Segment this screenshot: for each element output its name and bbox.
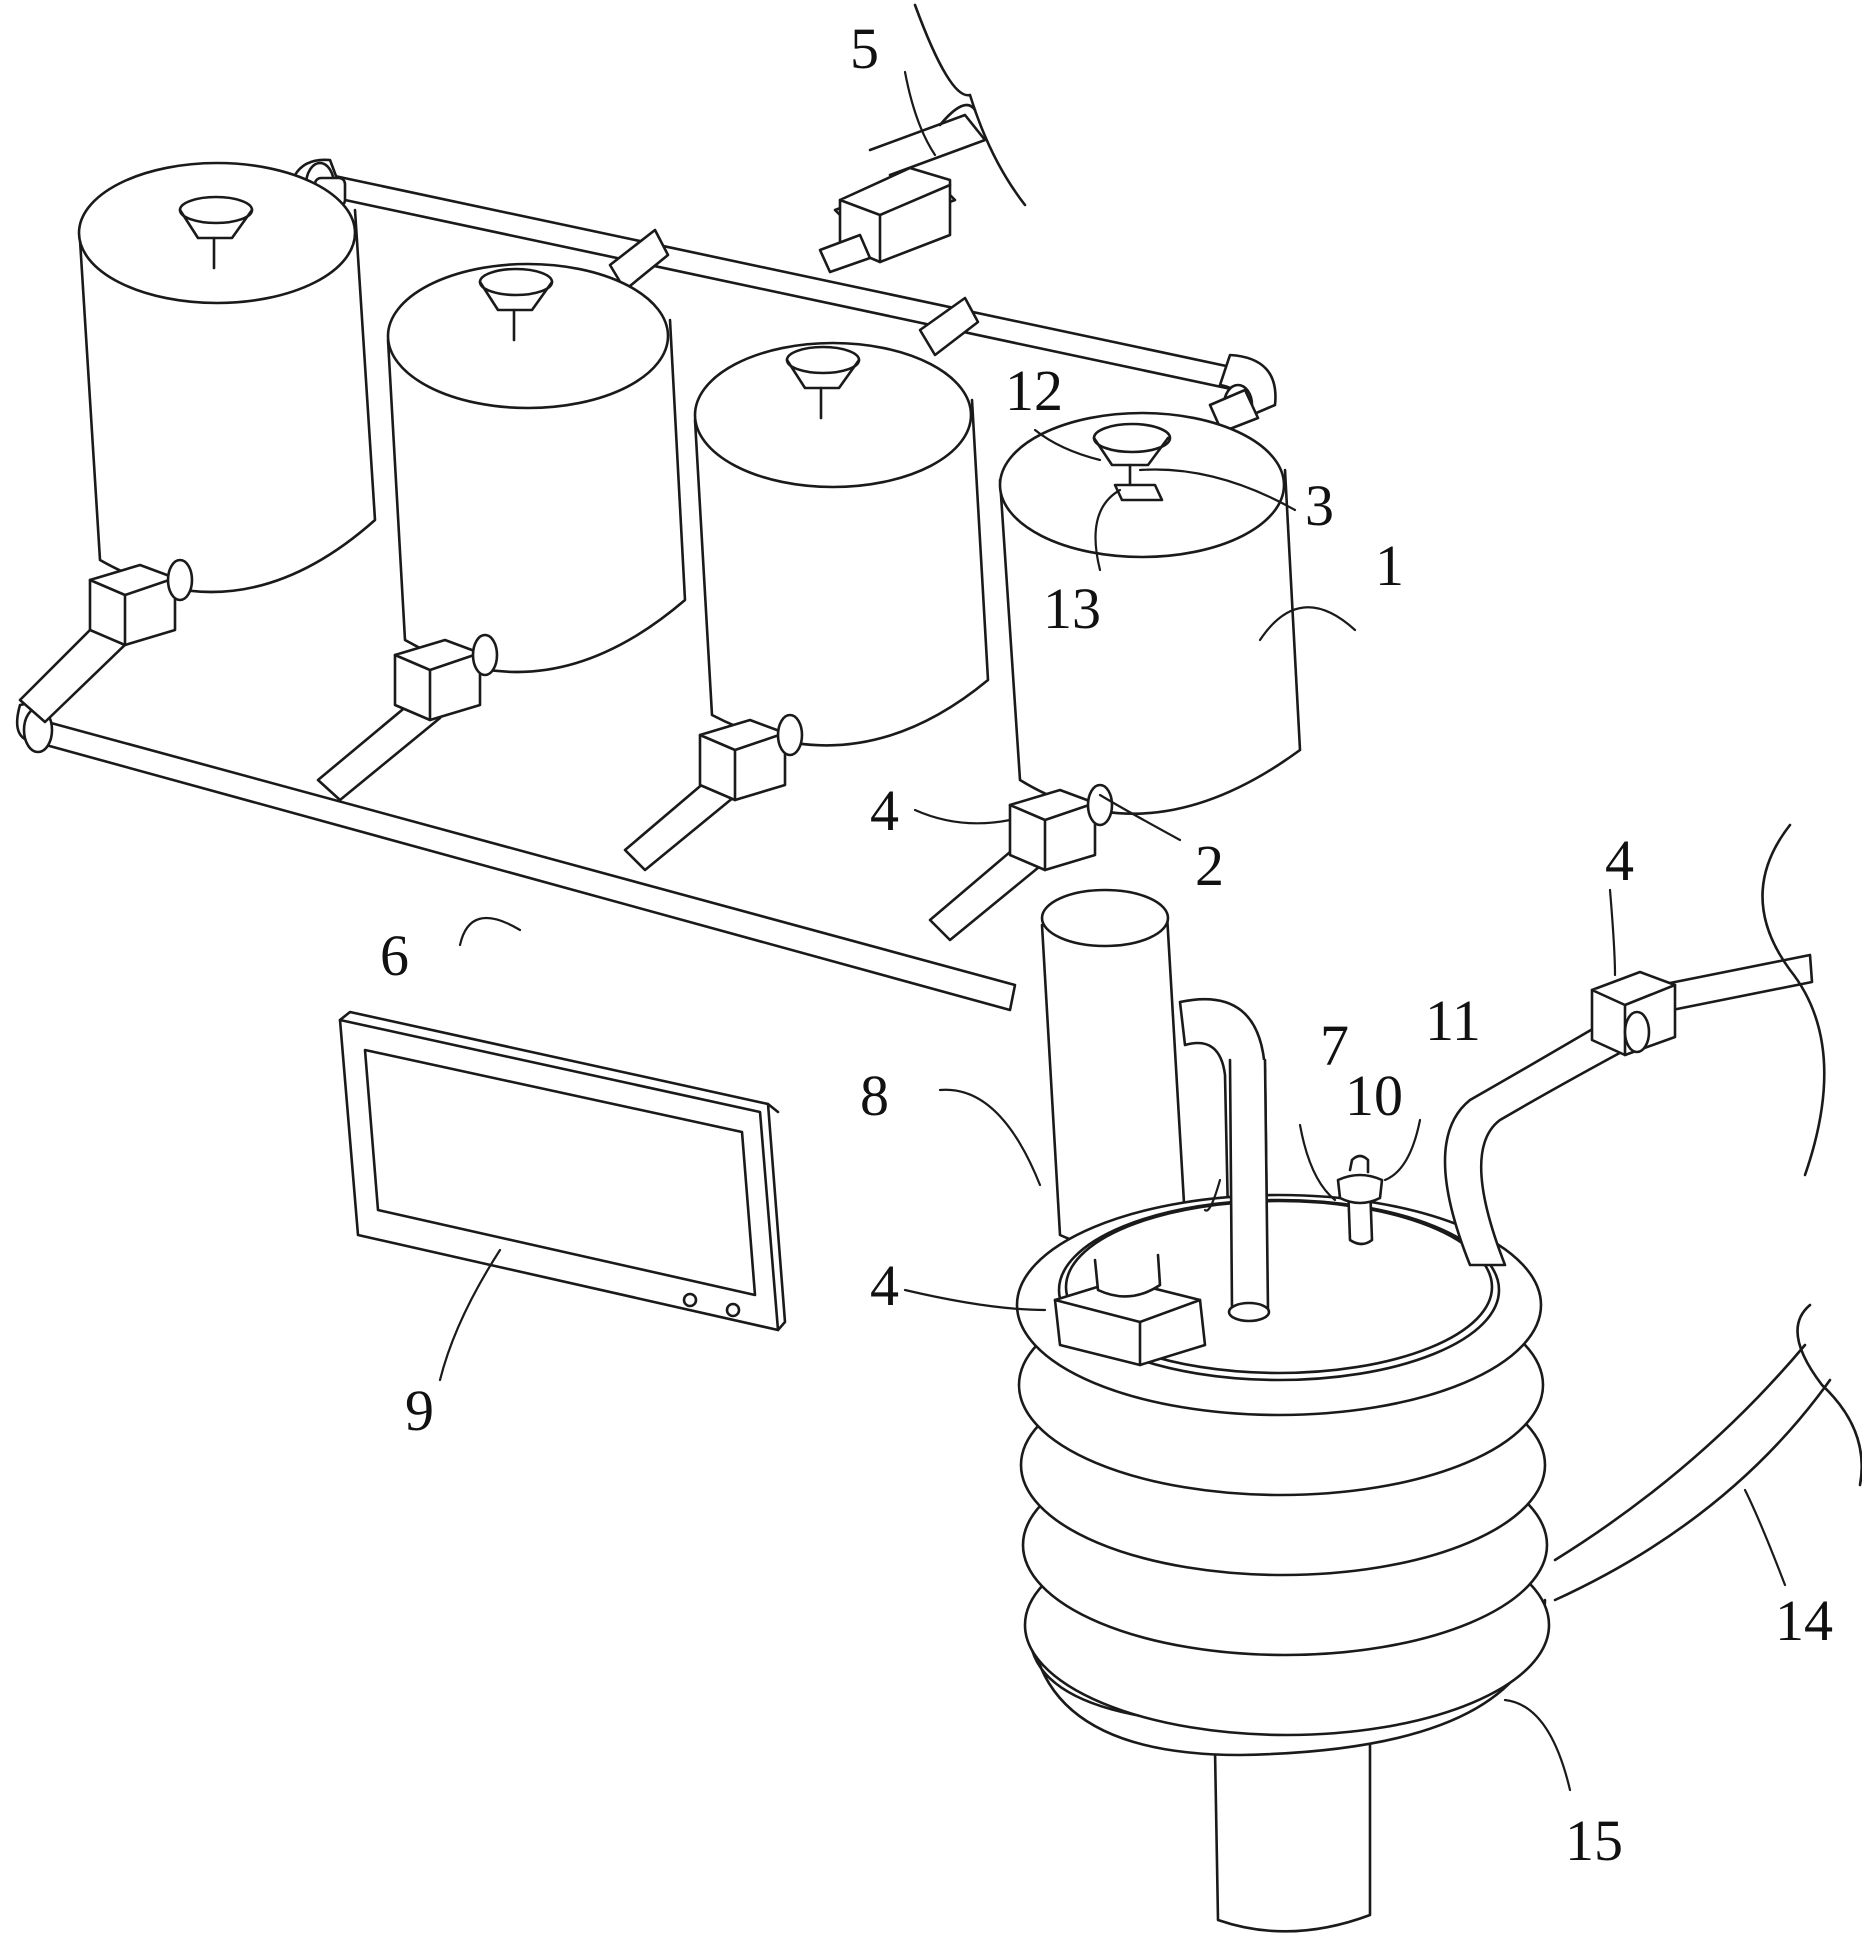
label-5: 5: [850, 16, 879, 81]
label-4-right: 4: [1605, 828, 1634, 893]
tank-1: [998, 411, 1302, 815]
label-3: 3: [1305, 473, 1334, 538]
label-11: 11: [1425, 988, 1481, 1053]
leader-lines: [438, 70, 1787, 1792]
label-12: 12: [1005, 358, 1063, 423]
label-8: 8: [860, 1063, 889, 1128]
reference-numerals: 5 12 3 13 1 4 2 4 6 7 11 10 8 4 9 14 15: [380, 16, 1833, 1873]
label-10: 10: [1345, 1063, 1403, 1128]
pipe-14: [1553, 1343, 1832, 1602]
outlet-valve-a: [88, 558, 194, 647]
monitor-9: [338, 1010, 787, 1332]
tank-b: [386, 262, 687, 674]
break-lines: [913, 3, 1862, 1487]
tank-a: [77, 161, 377, 594]
label-13: 13: [1043, 576, 1101, 641]
coil-tank-15: [1015, 1193, 1551, 1933]
valve-4-pump8: [1053, 1253, 1207, 1367]
tank-c: [693, 341, 990, 747]
outlet-valve-c: [698, 713, 804, 802]
valve-4-right: [1590, 970, 1677, 1057]
label-7: 7: [1320, 1013, 1349, 1078]
outlet-valve-4-tank1: [1008, 783, 1114, 872]
outlet-valve-b: [393, 633, 499, 722]
manifold-pipe-6: [15, 698, 1017, 1012]
label-4-pump: 4: [870, 1253, 899, 1318]
label-6: 6: [380, 923, 409, 988]
pump-5: [818, 103, 987, 274]
label-15: 15: [1565, 1808, 1623, 1873]
label-9: 9: [405, 1378, 434, 1443]
label-2: 2: [1195, 833, 1224, 898]
label-1: 1: [1375, 533, 1404, 598]
label-4-tank: 4: [870, 778, 899, 843]
sensor-10-11: [1336, 1154, 1384, 1246]
label-14: 14: [1775, 1588, 1833, 1653]
pipe-7-inlet: [1227, 1058, 1271, 1323]
